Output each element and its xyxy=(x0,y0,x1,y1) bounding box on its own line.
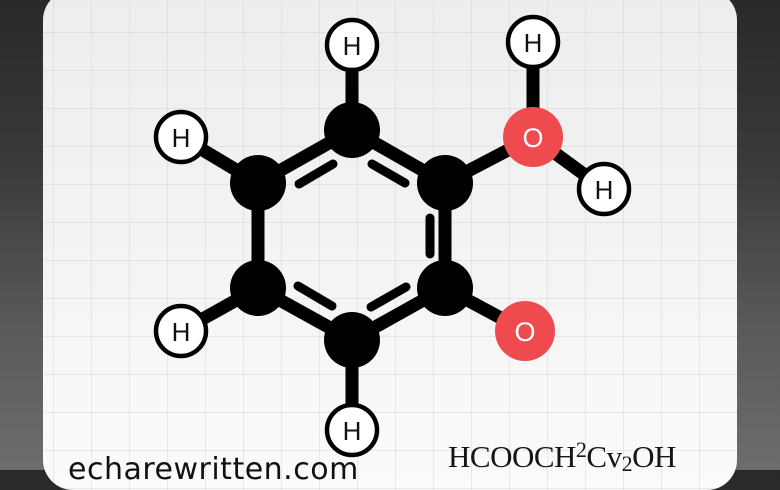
oxygen-atom-hydroxyl: O xyxy=(503,107,563,167)
carbon-atom-c3 xyxy=(417,260,473,316)
formula-subscript: 2 xyxy=(621,451,633,476)
double-bond-c3-c4 xyxy=(366,282,411,312)
carbon-atoms xyxy=(230,102,473,368)
double-bond-marks xyxy=(293,159,435,312)
hydrogen-label: H xyxy=(595,175,614,205)
hydrogen-label: H xyxy=(524,28,543,58)
hydrogen-atom-hydroxyl-top: H xyxy=(505,14,561,70)
oxygen-label: O xyxy=(514,317,535,347)
hydrogen-atom-hydroxyl-right: H xyxy=(576,161,632,217)
hydrogen-label: H xyxy=(343,31,362,61)
molecule-diagram: H H H H H H O O xyxy=(153,14,632,458)
formula-part: OH xyxy=(632,439,676,474)
carbon-atom-c1 xyxy=(324,102,380,158)
oxygen-atom-carbonyl: O xyxy=(495,301,555,361)
hydrogen-label: H xyxy=(172,317,191,347)
bonds xyxy=(174,35,611,437)
diagram-panel xyxy=(43,0,737,490)
carbon-atom-c4 xyxy=(324,312,380,368)
formula-part: C xyxy=(586,439,607,474)
hydrogen-atom-upper-left: H xyxy=(153,109,209,165)
chemical-formula: HCOOCH2Cv2OH xyxy=(448,437,676,477)
formula-part: HCOOCH xyxy=(448,439,576,474)
formula-superscript: 2 xyxy=(575,437,587,462)
carbon-atom-c5 xyxy=(230,260,286,316)
double-bond-c1-c2 xyxy=(367,159,410,188)
double-bond-c6-c1 xyxy=(294,159,338,189)
hydrogen-label: H xyxy=(172,123,191,153)
oxygen-atoms: O O xyxy=(495,107,563,361)
hydrogen-label: H xyxy=(343,416,362,446)
carbon-atom-c2 xyxy=(417,155,473,211)
hydrogen-atoms: H H H H H H xyxy=(153,14,632,458)
hydrogen-atom-top: H xyxy=(324,17,380,73)
double-bond-c4-c5 xyxy=(293,281,337,311)
formula-part: v xyxy=(606,439,623,474)
carbon-atom-c6 xyxy=(230,155,286,211)
hydrogen-atom-bottom: H xyxy=(324,402,380,458)
hydrogen-atom-lower-left: H xyxy=(153,303,209,359)
oxygen-label: O xyxy=(522,123,543,153)
